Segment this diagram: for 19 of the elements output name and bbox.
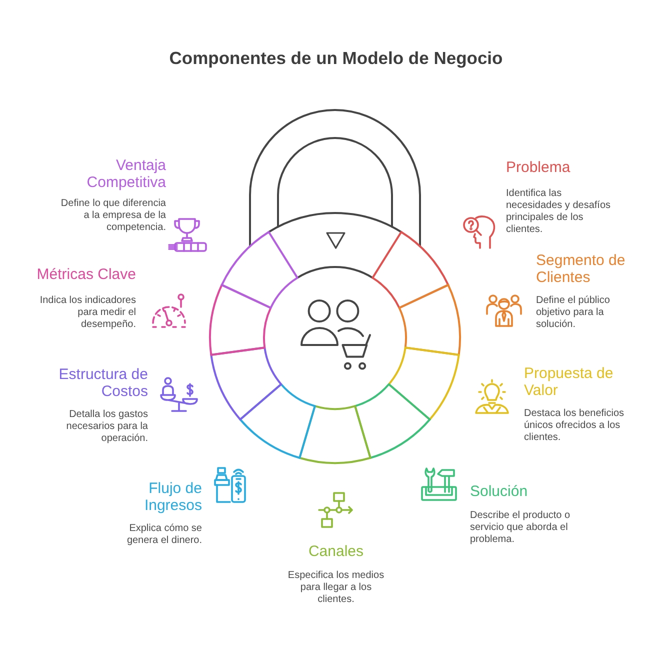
section-description: Explica cómo se genera el dinero. <box>126 523 202 547</box>
section-description: Define el público objetivo para la solución. <box>536 295 611 331</box>
section-description: Detalla los gastos necesarios para la operación. <box>65 409 148 445</box>
section-heading: Métricas Clave <box>36 266 136 283</box>
section-description: Indica los indicadores para medir el desempeño. <box>38 295 136 331</box>
section-description: Especifica los medios para llegar a los clientes. <box>287 570 385 606</box>
section-heading: Propuesta de Valor <box>524 365 614 399</box>
diagram-title: Componentes de un Modelo de Negocio <box>168 48 504 69</box>
section-heading: Solución <box>470 483 529 500</box>
section-description: Define lo que diferencia a la empresa de la competencia. <box>60 198 166 234</box>
section-description: Describe el producto o servicio que aborda el problema. <box>470 510 572 546</box>
section-heading: Flujo de Ingresos <box>143 480 202 514</box>
section-heading: Canales <box>308 543 364 560</box>
section-heading: Problema <box>506 159 572 176</box>
section-description: Identifica las necesidades y desafíos principales de los clientes. <box>506 188 612 236</box>
section-description: Destaca los beneficios únicos ofrecidos a los clientes. <box>524 408 626 444</box>
section-heading: Ventaja Competitiva <box>86 157 166 191</box>
section-heading: Segmento de Clientes <box>536 252 626 286</box>
section-heading: Estructura de Costos <box>58 366 148 400</box>
